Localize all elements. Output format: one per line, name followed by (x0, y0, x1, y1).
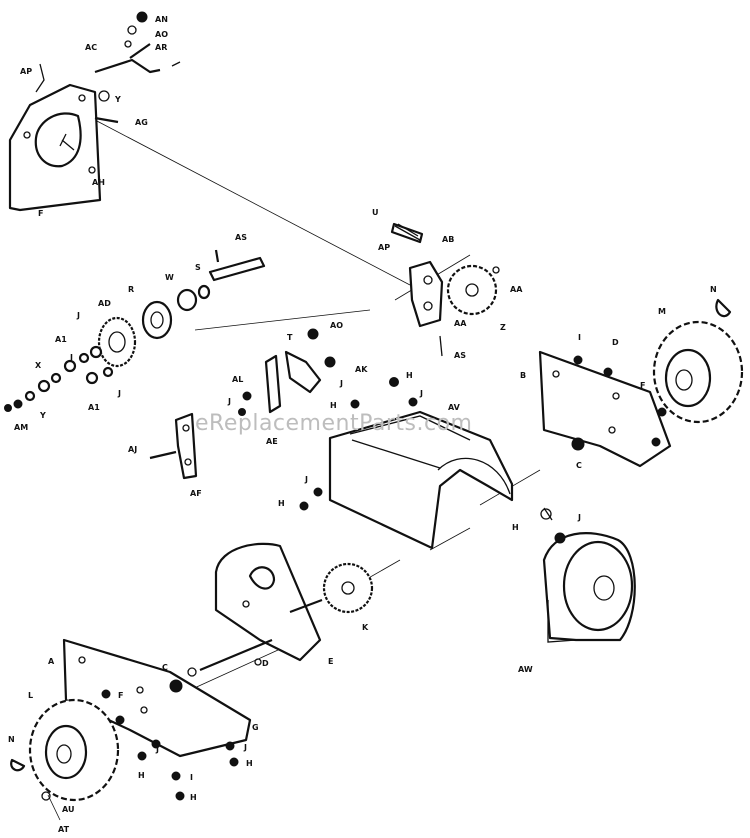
part-label: A (48, 657, 55, 666)
part-label: AF (190, 489, 202, 498)
part-label: S (195, 263, 201, 272)
part-label: B (520, 371, 526, 380)
part-label: AO (155, 30, 168, 39)
left-wheel-assembly (10, 638, 252, 802)
part-label: AB (442, 235, 454, 244)
part-label: I (578, 333, 581, 342)
part-label: J (339, 379, 343, 388)
part-label: U (372, 208, 379, 217)
part-label: AJ (128, 445, 137, 454)
part-label: AV (448, 403, 461, 412)
part-label: N (8, 735, 15, 744)
part-label: L (28, 691, 33, 700)
part-label: AA (454, 319, 467, 328)
part-label: J (76, 311, 80, 320)
part-label: C (162, 663, 168, 672)
part-label: AL (232, 375, 243, 384)
part-label: J (227, 397, 231, 406)
lower-cover-assembly (187, 507, 636, 677)
part-label: H (190, 793, 197, 802)
part-label: AA (510, 285, 523, 294)
part-labels: AN AO AR AC AP Y AG AH F U AS AP AB AA A… (8, 15, 717, 834)
part-label: H (278, 499, 285, 508)
part-label: J (577, 513, 581, 522)
part-label: AH (92, 178, 105, 187)
part-label: AR (155, 43, 167, 52)
part-label: R (128, 285, 134, 294)
part-label: AE (266, 437, 278, 446)
part-label: K (362, 623, 369, 632)
part-label: AC (85, 43, 97, 52)
watermark-text: eReplacementParts.com (195, 411, 472, 436)
part-label: M (658, 307, 666, 316)
part-label: F (38, 209, 43, 218)
part-label: AW (518, 665, 533, 674)
part-label: A1 (88, 403, 100, 412)
part-label: F (118, 691, 123, 700)
right-wheel-assembly (538, 298, 744, 468)
part-label: AK (355, 365, 368, 374)
part-label: N (710, 285, 717, 294)
part-label: I (190, 773, 193, 782)
part-label: Y (114, 95, 121, 104)
part-label: AU (62, 805, 74, 814)
part-label: H (512, 523, 519, 532)
part-label: J (155, 745, 159, 754)
center-housing-assembly (149, 328, 514, 550)
part-label: J (117, 389, 121, 398)
part-label: AT (58, 825, 70, 834)
part-label: F (640, 381, 645, 390)
part-label: AS (235, 233, 247, 242)
part-label: AN (155, 15, 168, 24)
part-label: J (69, 353, 73, 362)
part-label: AM (14, 423, 28, 432)
part-label: J (243, 743, 247, 752)
part-label: X (35, 361, 42, 370)
part-label: Z (500, 323, 506, 332)
part-label: W (165, 273, 174, 282)
part-label: AP (378, 243, 390, 252)
part-label: AO (330, 321, 343, 330)
part-label: E (328, 657, 333, 666)
part-label: D (612, 338, 619, 347)
part-label: AP (20, 67, 32, 76)
part-label: H (330, 401, 337, 410)
part-label: AG (135, 118, 148, 127)
part-label: AD (98, 299, 111, 308)
side-plate-f-assembly (8, 11, 181, 212)
part-label: D (262, 659, 269, 668)
part-label: T (287, 333, 293, 342)
part-label: H (406, 371, 413, 380)
part-label: H (246, 759, 253, 768)
part-label: A1 (55, 335, 67, 344)
part-label: H (138, 771, 145, 780)
part-label: J (304, 475, 308, 484)
part-label: G (252, 723, 259, 732)
part-label: C (576, 461, 582, 470)
part-label: J (419, 389, 423, 398)
part-label: Y (39, 411, 46, 420)
drive-gear-assembly (4, 222, 500, 412)
part-label: AS (454, 351, 466, 360)
